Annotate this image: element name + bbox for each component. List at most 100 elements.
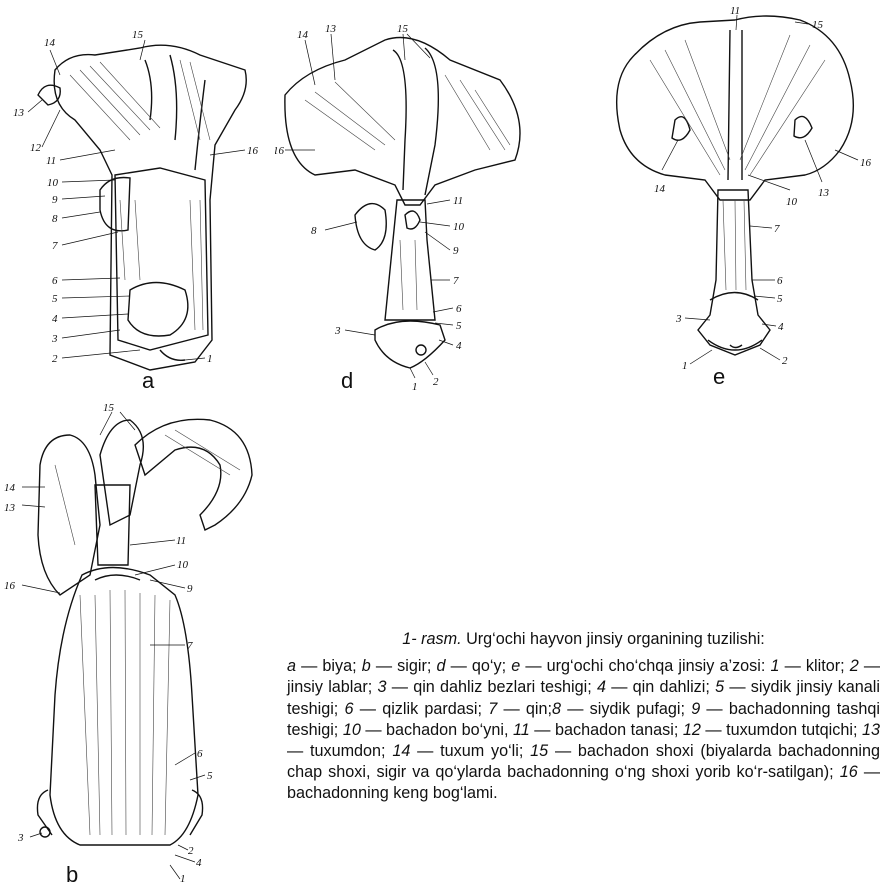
legend-text: — sigir; [371, 657, 437, 675]
fig-a-label: 2 [52, 353, 58, 365]
fig-d-label: 13 [325, 23, 337, 35]
figure-d: 14 13 15 16 11 10 8 9 7 6 5 3 4 1 2 d [275, 0, 540, 395]
fig-e-label: 13 [818, 187, 830, 199]
fig-b-label: 10 [177, 559, 189, 571]
legend-key: 15 [530, 742, 548, 760]
figure-a: 14 15 13 12 11 16 10 9 8 7 6 5 4 3 2 1 a [0, 0, 260, 395]
legend-text: — bachadon tanasi; [530, 721, 683, 739]
fig-d-label: 6 [456, 303, 462, 315]
legend-text: — urg‘ochi cho‘chqa jinsiy a’zosi: [520, 657, 770, 675]
fig-d-label: 14 [297, 29, 309, 41]
fig-b-label: 13 [4, 502, 16, 514]
fig-e-label: 16 [860, 157, 872, 169]
legend-key: 13 [862, 721, 880, 739]
fig-b-label: 6 [197, 748, 203, 760]
fig-b-letter: b [66, 862, 78, 884]
fig-e-label: 5 [777, 293, 783, 305]
fig-b-label: 11 [176, 535, 186, 547]
legend-text: — tuxumdon tutqichi; [701, 721, 862, 739]
fig-b-label: 15 [103, 402, 115, 414]
figure-b-drawing: 15 14 13 11 16 10 9 7 6 5 3 4 2 1 b [0, 395, 285, 884]
fig-e-label: 11 [730, 5, 740, 17]
legend-key: 16 [840, 763, 858, 781]
fig-a-label: 11 [46, 155, 56, 167]
fig-d-letter: d [341, 368, 353, 393]
fig-e-letter: e [713, 364, 725, 389]
fig-b-label: 3 [17, 832, 24, 844]
legend-key: 3 [378, 678, 387, 696]
fig-a-label: 6 [52, 275, 58, 287]
legend-text: — qin; [497, 700, 552, 718]
fig-b-label: 1 [180, 873, 186, 884]
fig-b-label: 9 [187, 583, 193, 595]
fig-a-label: 10 [47, 177, 59, 189]
fig-e-label: 1 [682, 360, 688, 372]
fig-a-label: 3 [51, 333, 58, 345]
legend-key: 10 [343, 721, 361, 739]
legend-key: 8 [552, 700, 561, 718]
legend-text: — tuxum yo‘li; [410, 742, 530, 760]
fig-e-label: 4 [778, 321, 784, 333]
legend-key: 1 [770, 657, 779, 675]
caption-title: 1- rasm. Urg‘ochi hayvon jinsiy organini… [287, 629, 880, 650]
legend-text: — qizlik pardasi; [354, 700, 489, 718]
legend-text: — klitor; [780, 657, 850, 675]
fig-b-label: 4 [196, 857, 202, 869]
legend-key: a [287, 657, 296, 675]
legend-text: — bachadon bo‘yni, [361, 721, 513, 739]
figure-a-drawing: 14 15 13 12 11 16 10 9 8 7 6 5 4 3 2 1 a [0, 0, 260, 395]
legend-text: — qin dahlizi; [606, 678, 715, 696]
fig-a-label: 14 [44, 37, 56, 49]
fig-d-label: 3 [334, 325, 341, 337]
legend-key: 7 [488, 700, 497, 718]
legend-key: 9 [691, 700, 700, 718]
fig-a-label: 9 [52, 194, 58, 206]
fig-e-label: 3 [675, 313, 682, 325]
figure-d-drawing: 14 13 15 16 11 10 8 9 7 6 5 3 4 1 2 d [275, 0, 540, 395]
figure-b: 15 14 13 11 16 10 9 7 6 5 3 4 2 1 b [0, 395, 285, 884]
legend-text: — tuxumdon; [287, 742, 392, 760]
fig-d-label: 15 [397, 23, 409, 35]
fig-d-label: 4 [456, 340, 462, 352]
figure-e: 11 15 14 10 16 13 7 6 5 3 4 1 2 e [590, 0, 880, 395]
fig-b-label: 16 [4, 580, 16, 592]
fig-a-letter: a [142, 368, 155, 393]
caption-number: 1- rasm. [402, 630, 461, 648]
fig-a-label: 12 [30, 142, 42, 154]
fig-d-label: 9 [453, 245, 459, 257]
legend-text: — qin dahliz bezlari teshigi; [387, 678, 597, 696]
legend-key: 14 [392, 742, 410, 760]
fig-e-label: 14 [654, 183, 666, 195]
legend-key: 11 [513, 721, 530, 739]
fig-e-label: 2 [782, 355, 788, 367]
fig-e-label: 10 [786, 196, 798, 208]
legend-text: — biya; [296, 657, 362, 675]
legend-text: — qo‘y; [446, 657, 512, 675]
fig-a-label: 5 [52, 293, 58, 305]
fig-d-label: 1 [412, 381, 418, 393]
fig-d-label: 10 [453, 221, 465, 233]
fig-a-label: 4 [52, 313, 58, 325]
fig-b-label: 7 [187, 640, 193, 652]
fig-d-label: 16 [275, 145, 285, 157]
legend-key: 6 [345, 700, 354, 718]
legend-key: d [436, 657, 445, 675]
fig-d-label: 8 [311, 225, 317, 237]
legend-text: — siydik pufagi; [561, 700, 691, 718]
legend-key: b [362, 657, 371, 675]
fig-a-label: 8 [52, 213, 58, 225]
legend-key: 5 [715, 678, 724, 696]
fig-a-label: 7 [52, 240, 58, 252]
legend-key: 12 [683, 721, 701, 739]
figure-caption: 1- rasm. Urg‘ochi hayvon jinsiy organini… [287, 629, 880, 805]
figure-e-drawing: 11 15 14 10 16 13 7 6 5 3 4 1 2 e [590, 0, 880, 395]
fig-e-label: 7 [774, 223, 780, 235]
fig-e-label: 6 [777, 275, 783, 287]
fig-a-label: 13 [13, 107, 25, 119]
legend-key: 4 [597, 678, 606, 696]
fig-d-label: 11 [453, 195, 463, 207]
fig-d-label: 5 [456, 320, 462, 332]
fig-e-label: 15 [812, 19, 824, 31]
fig-a-label: 1 [207, 353, 213, 365]
fig-b-label: 2 [188, 845, 194, 857]
